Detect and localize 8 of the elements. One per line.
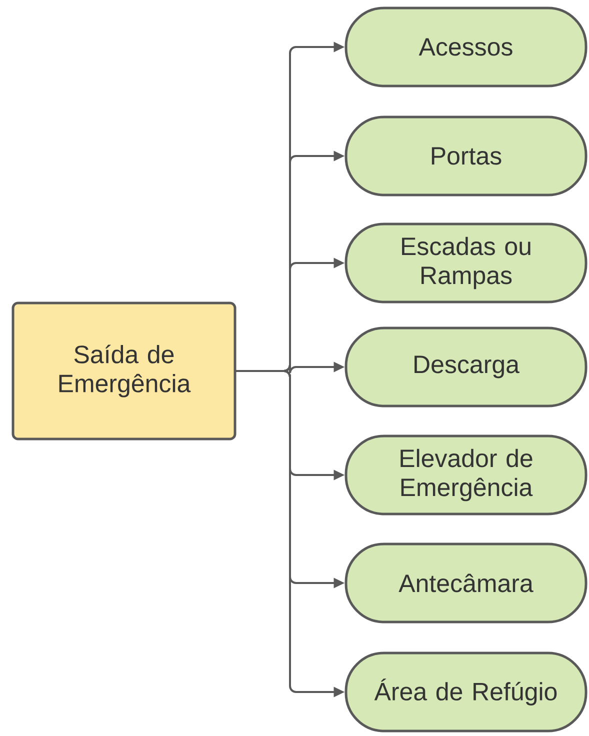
- topic-box: Acessos: [344, 6, 588, 88]
- topic-box: Escadas ou Rampas: [344, 222, 588, 304]
- topic-box: Elevador de Emergência: [344, 434, 588, 516]
- topic-box: Portas: [344, 116, 588, 196]
- root-box: Saída de Emergência: [12, 302, 236, 440]
- topic-box: Descarga: [344, 326, 588, 408]
- topic-box: Antecâmara: [344, 542, 588, 624]
- topic-box: Área de Refúgio: [344, 652, 588, 732]
